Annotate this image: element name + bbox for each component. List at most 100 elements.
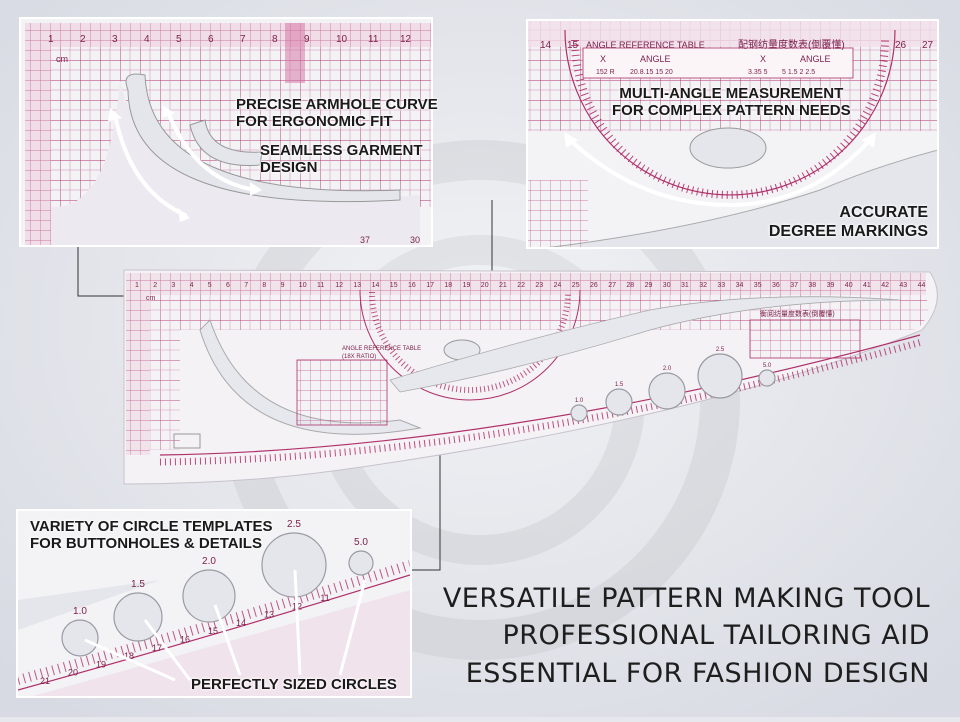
ruler-number: 2 — [153, 282, 157, 289]
callout-circles: VARIETY OF CIRCLE TEMPLATES FOR BUTTONHO… — [30, 518, 273, 552]
ruler-number: 12 — [335, 282, 343, 289]
zoom-tr-row1: 152 R — [596, 69, 615, 76]
zoom-tl-number: 1 — [48, 34, 54, 45]
ruler-number: 41 — [863, 282, 871, 289]
ruler-number: 25 — [572, 282, 580, 289]
ruler-number: 20 — [481, 282, 489, 289]
ruler-number: 42 — [881, 282, 889, 289]
arrowheads — [108, 105, 876, 222]
zoom-tl-bottom-number: 30 — [410, 235, 420, 245]
zoom-tr-col-angle-2: ANGLE — [800, 54, 831, 64]
zoom-tr-table-title: ANGLE REFERENCE TABLE — [586, 40, 705, 50]
zoom-scale-number: 13 — [264, 610, 274, 620]
ruler-number: 44 — [918, 282, 926, 289]
ruler-number: 33 — [717, 282, 725, 289]
ruler-circle-size-label: 1.0 — [575, 398, 584, 404]
zoom-circle-template — [261, 532, 327, 598]
ruler-number: 31 — [681, 282, 689, 289]
ruler-number: 1 — [135, 282, 139, 289]
zoom-circle-label: 2.0 — [202, 556, 216, 567]
ruler-number: 28 — [626, 282, 634, 289]
zoom-circle-label: 5.0 — [354, 537, 368, 548]
circle-pointer-arrows — [84, 569, 367, 682]
ruler-number: 36 — [772, 282, 780, 289]
zoom-tr-row2-vals: 5 1.5 2 2.5 — [782, 69, 815, 76]
zoom-circle-template — [61, 619, 99, 657]
zoom-circle-template — [182, 569, 236, 623]
zoom-tr-number: 14 — [540, 40, 552, 51]
ruler-number: 8 — [262, 282, 266, 289]
zoom-tl-number: 8 — [272, 34, 278, 45]
zoom-tl-number: 9 — [304, 34, 310, 45]
zoom-scale-number: 14 — [236, 618, 246, 628]
zoom-tr-number: 26 — [895, 40, 907, 51]
ruler-number: 23 — [535, 282, 543, 289]
callout-degree: ACCURATE DEGREE MARKINGS — [768, 204, 928, 240]
zoom-tl-unit: cm — [56, 54, 68, 64]
zoom-tl-number: 5 — [176, 34, 182, 45]
ruler-circle-cutout — [758, 369, 776, 387]
ruler-number: 26 — [590, 282, 598, 289]
ruler-number: 10 — [299, 282, 307, 289]
ruler-number: 38 — [808, 282, 816, 289]
ruler-circle-size-label: 2.5 — [716, 347, 725, 353]
callout-sized: PERFECTLY SIZED CIRCLES — [191, 676, 397, 693]
ruler-number: 43 — [899, 282, 907, 289]
ruler-angle-table-title: ANGLE REFERENCE TABLE — [342, 346, 421, 352]
zoom-tr-number: 27 — [922, 40, 934, 51]
ruler-circle-cutout — [570, 404, 588, 422]
ruler-number: 17 — [426, 282, 434, 289]
zoom-tr-cjk-title: 配钢纺量度数表(倒覆懂) — [738, 38, 845, 51]
zoom-tl-number: 7 — [240, 34, 246, 45]
zoom-circle-template — [348, 550, 374, 576]
ruler-circle-size-label: 2.0 — [663, 366, 672, 372]
ruler-number: 5 — [208, 282, 212, 289]
ruler-number: 29 — [645, 282, 653, 289]
zoom-scale-number: 15 — [208, 626, 218, 636]
zoom-scale-number: 16 — [180, 635, 190, 645]
zoom-tr-col-x: X — [600, 54, 606, 64]
zoom-tr-number: 15 — [567, 40, 579, 51]
ruler-number: 3 — [171, 282, 175, 289]
ruler-number: 19 — [463, 282, 471, 289]
ruler-circle-cutout — [648, 372, 686, 410]
zoom-circle-label: 1.0 — [73, 606, 87, 617]
ruler-unit-label: cm — [146, 295, 156, 302]
ruler-number: 9 — [281, 282, 285, 289]
ruler-number: 22 — [517, 282, 525, 289]
ruler-number: 34 — [736, 282, 744, 289]
headline-1: VERSATILE PATTERN MAKING TOOL — [442, 583, 930, 614]
zoom-tl-number: 10 — [336, 34, 348, 45]
zoom-circle-label: 1.5 — [131, 579, 145, 590]
ruler-number: 15 — [390, 282, 398, 289]
zoom-tr-col-angle: ANGLE — [640, 54, 671, 64]
ruler-cjk-table-title: 衡阅纺量度数表(倒覆懂) — [760, 309, 835, 318]
zoom-scale-number: 20 — [68, 668, 78, 678]
headline-2: PROFESSIONAL TAILORING AID — [502, 620, 930, 651]
callout-armhole: PRECISE ARMHOLE CURVE FOR ERGONOMIC FIT — [236, 96, 438, 130]
zoom-tl-number: 4 — [144, 34, 150, 45]
ruler-number: 11 — [317, 282, 324, 289]
zoom-tr-row2: 3.35 5 — [748, 69, 768, 76]
zoom-tl-number: 3 — [112, 34, 118, 45]
callout-seamless: SEAMLESS GARMENT DESIGN — [260, 142, 423, 176]
ruler-number: 27 — [608, 282, 616, 289]
ruler-circle-size-label: 1.5 — [615, 382, 624, 388]
zoom-scale-number: 19 — [96, 659, 106, 669]
ruler-circle-cutout — [605, 388, 633, 416]
zoom-tl-number: 11 — [368, 34, 379, 45]
ruler-number: 16 — [408, 282, 416, 289]
ruler-number: 40 — [845, 282, 853, 289]
ruler-number: 32 — [699, 282, 707, 289]
ruler-number: 24 — [554, 282, 562, 289]
ruler-circle-size-label: 5.0 — [763, 363, 772, 369]
ruler-number: 30 — [663, 282, 671, 289]
main-ruler — [123, 269, 938, 485]
ruler-number: 39 — [827, 282, 835, 289]
ruler-circle-cutout — [697, 353, 743, 399]
ruler-number: 37 — [790, 282, 798, 289]
ruler-number: 14 — [372, 282, 380, 289]
